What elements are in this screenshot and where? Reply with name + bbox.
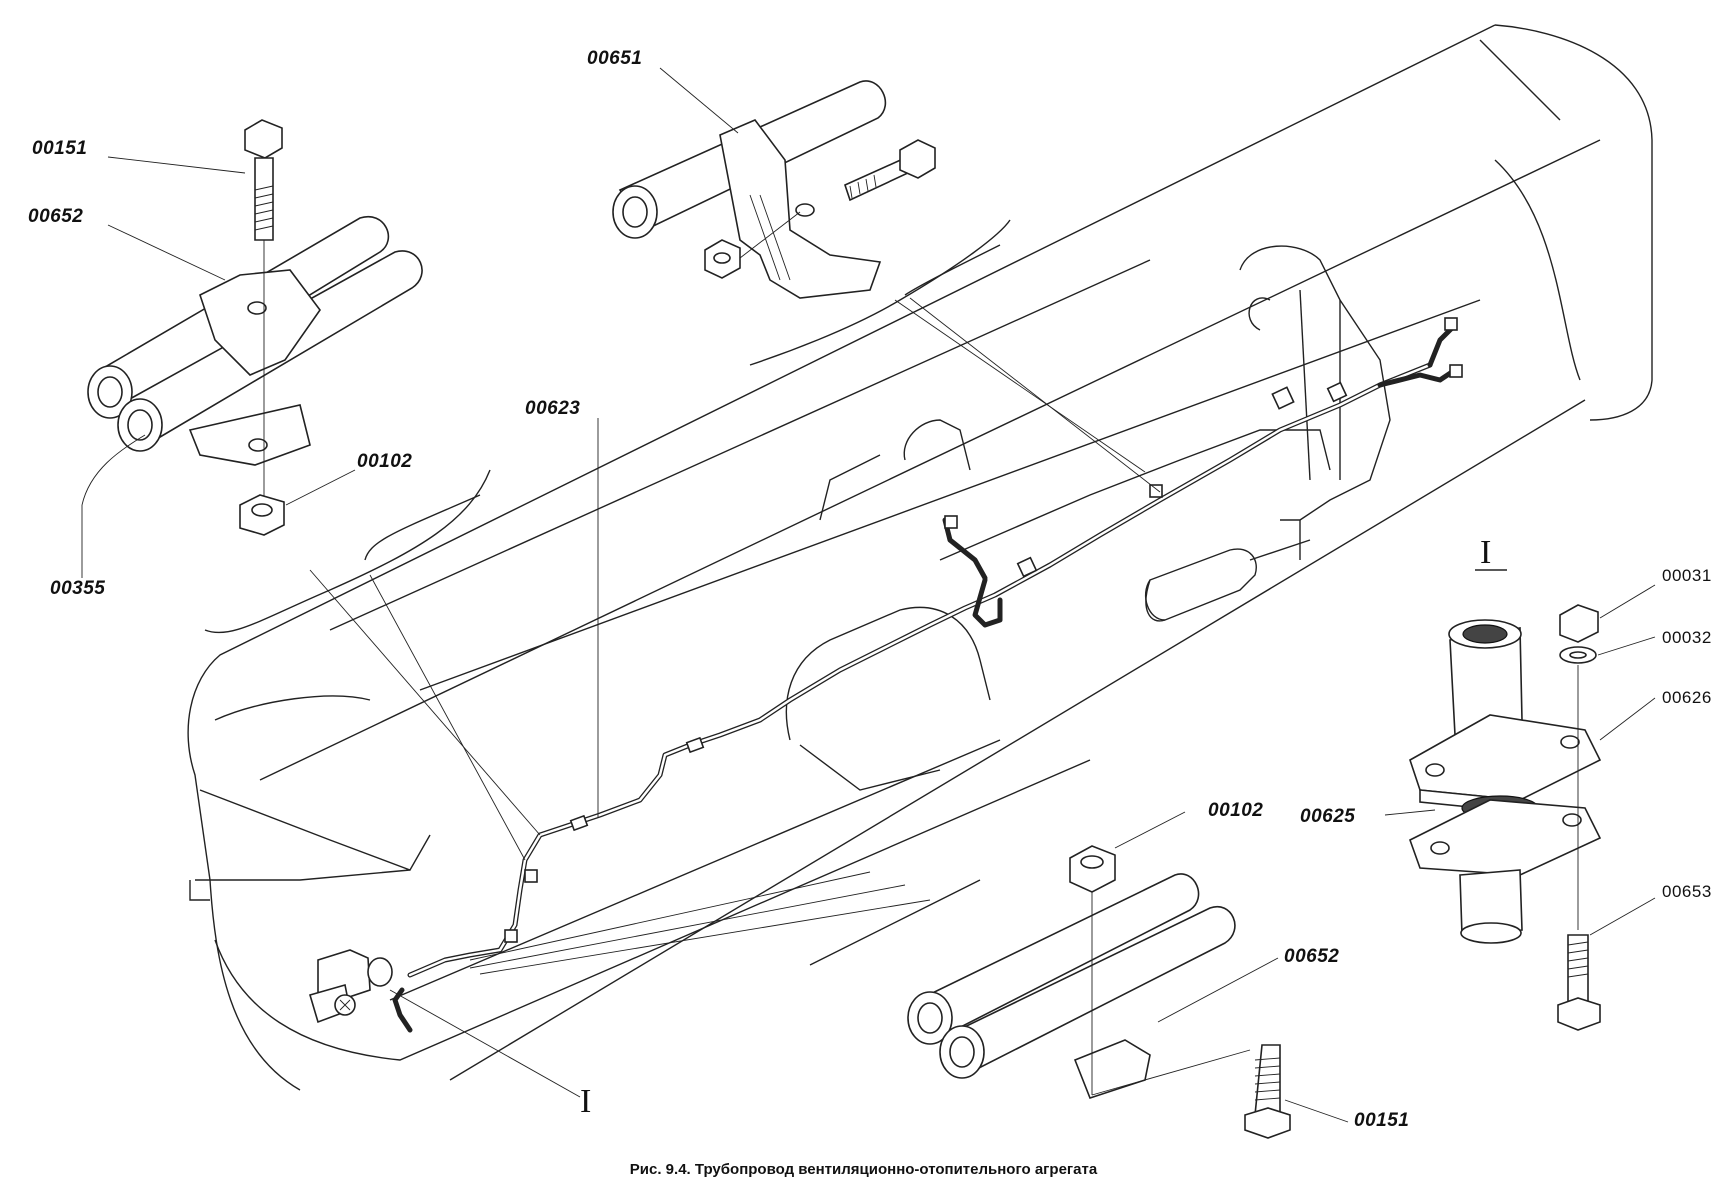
callout-00652-bottom: 00652	[1284, 946, 1340, 967]
pipeline	[392, 317, 1463, 1033]
detail-double-pipe-top	[87, 119, 423, 536]
callout-00151-top: 00151	[32, 138, 88, 159]
detail-view-heading: I	[1480, 534, 1492, 571]
callout-00652-top: 00652	[28, 206, 84, 227]
callout-00653: 00653	[1662, 882, 1712, 901]
callout-00355: 00355	[50, 578, 106, 599]
callout-00625: 00625	[1300, 806, 1356, 827]
engine-block	[785, 245, 1391, 791]
leader-lines	[81, 67, 1656, 1123]
detail-double-pipe-bottom	[907, 845, 1291, 1139]
callout-00623: 00623	[525, 398, 581, 419]
callout-00626: 00626	[1662, 688, 1712, 707]
callout-00032: 00032	[1662, 628, 1712, 647]
callout-00102-top: 00102	[357, 451, 413, 472]
callout-00151-bottom: 00151	[1354, 1110, 1410, 1131]
callout-00651: 00651	[587, 48, 643, 69]
callout-00102-bottom: 00102	[1208, 800, 1264, 821]
callout-00031: 00031	[1662, 566, 1712, 585]
detail-view-pointer: I	[580, 1083, 592, 1120]
vehicle-body-outline	[187, 24, 1653, 1091]
detail-single-pipe-clamp	[612, 80, 936, 299]
figure-caption: Рис. 9.4. Трубопровод вентиляционно-отоп…	[629, 1161, 1098, 1178]
detail-mount-I	[1409, 569, 1602, 1031]
heater-unit	[309, 949, 393, 1024]
